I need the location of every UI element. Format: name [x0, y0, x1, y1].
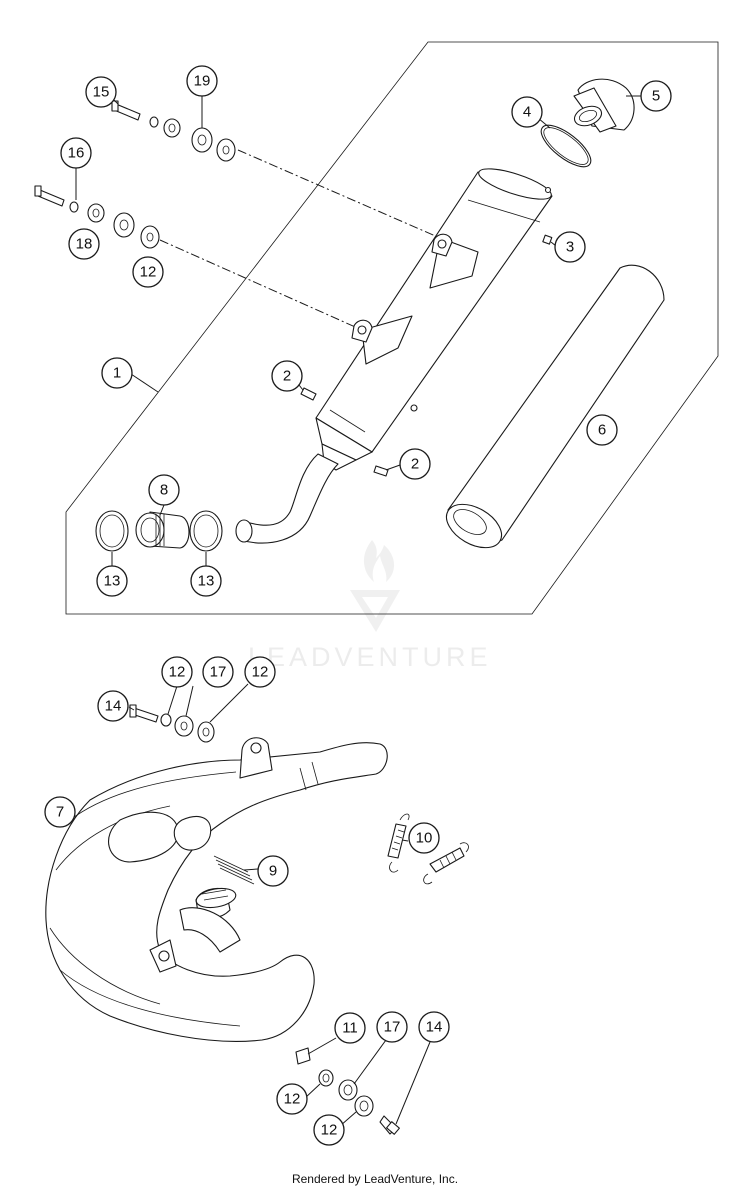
callout-2-upper: 2 — [271, 360, 303, 392]
header-mount-hardware-top — [129, 704, 215, 743]
header-mount-hardware-bottom — [295, 1047, 400, 1135]
watermark-logo: LEADVENTURE — [248, 540, 492, 672]
callout-13-left: 13 — [96, 565, 128, 597]
callout-4: 4 — [511, 96, 543, 128]
svg-text:17: 17 — [384, 1019, 401, 1036]
callout-17-bottom: 17 — [376, 1011, 408, 1043]
callout-12-silencer: 12 — [132, 256, 164, 288]
svg-text:8: 8 — [160, 482, 168, 499]
header-o-rings — [213, 855, 255, 885]
svg-text:3: 3 — [566, 239, 574, 256]
callout-12-bottom-right: 12 — [313, 1114, 345, 1146]
callout-7: 7 — [44, 796, 76, 828]
footer-credit: Rendered by LeadVenture, Inc. — [291, 1172, 459, 1186]
callout-17-top: 17 — [202, 656, 234, 688]
svg-text:12: 12 — [321, 1122, 338, 1139]
silencer-hardware — [34, 100, 236, 249]
callout-8: 8 — [148, 474, 180, 506]
svg-text:10: 10 — [416, 830, 433, 847]
callout-9: 9 — [257, 855, 289, 887]
callout-11: 11 — [334, 1012, 366, 1044]
svg-text:6: 6 — [598, 422, 606, 439]
screw-lower — [373, 465, 389, 477]
o-ring — [540, 124, 592, 168]
callout-16: 16 — [60, 137, 92, 169]
callout-13-right: 13 — [190, 565, 222, 597]
silencer-assembly-outline — [65, 41, 719, 615]
nut-small — [542, 234, 553, 245]
callout-14-top: 14 — [97, 690, 129, 722]
callout-6: 6 — [586, 414, 618, 446]
svg-text:19: 19 — [194, 73, 211, 90]
gasket-right — [189, 510, 223, 552]
gasket-left — [95, 510, 129, 552]
callout-2-lower: 2 — [399, 448, 431, 480]
svg-text:12: 12 — [252, 664, 269, 681]
svg-text:1: 1 — [113, 365, 121, 382]
svg-text:7: 7 — [56, 804, 64, 821]
callout-18: 18 — [68, 228, 100, 260]
callout-19: 19 — [186, 65, 218, 97]
mount-line-upper — [237, 149, 441, 239]
callout-1: 1 — [101, 357, 133, 389]
svg-text:5: 5 — [652, 88, 660, 105]
svg-text:14: 14 — [426, 1019, 443, 1036]
svg-text:13: 13 — [104, 573, 121, 590]
coupler — [135, 511, 190, 549]
callout-12-top-right: 12 — [244, 656, 276, 688]
svg-text:12: 12 — [169, 664, 186, 681]
svg-text:18: 18 — [76, 236, 93, 253]
callout-14-bottom: 14 — [418, 1011, 450, 1043]
watermark-text: LEADVENTURE — [248, 642, 492, 672]
svg-text:4: 4 — [523, 104, 531, 121]
svg-text:13: 13 — [198, 573, 215, 590]
springs — [387, 813, 469, 885]
callout-12-bottom-left: 12 — [276, 1083, 308, 1115]
callout-10: 10 — [408, 822, 440, 854]
silencer-inlet-pipe — [235, 453, 339, 544]
end-cap — [573, 78, 635, 133]
svg-text:17: 17 — [210, 664, 227, 681]
callout-15: 15 — [85, 76, 117, 108]
svg-text:15: 15 — [93, 84, 110, 101]
exhaust-header-pipe — [45, 737, 388, 1042]
svg-text:12: 12 — [284, 1091, 301, 1108]
callout-12-top-left: 12 — [161, 656, 193, 688]
svg-text:2: 2 — [411, 456, 419, 473]
svg-text:12: 12 — [140, 264, 157, 281]
svg-text:9: 9 — [269, 863, 277, 880]
svg-text:2: 2 — [283, 368, 291, 385]
svg-text:11: 11 — [342, 1020, 358, 1037]
svg-text:14: 14 — [105, 698, 122, 715]
screw-upper — [300, 387, 317, 401]
mount-line-lower — [159, 239, 363, 331]
silencer-packing — [445, 264, 665, 549]
svg-text:16: 16 — [68, 145, 85, 162]
callout-5: 5 — [640, 80, 672, 112]
callout-3: 3 — [554, 231, 586, 263]
leader-lines — [75, 95, 641, 1127]
